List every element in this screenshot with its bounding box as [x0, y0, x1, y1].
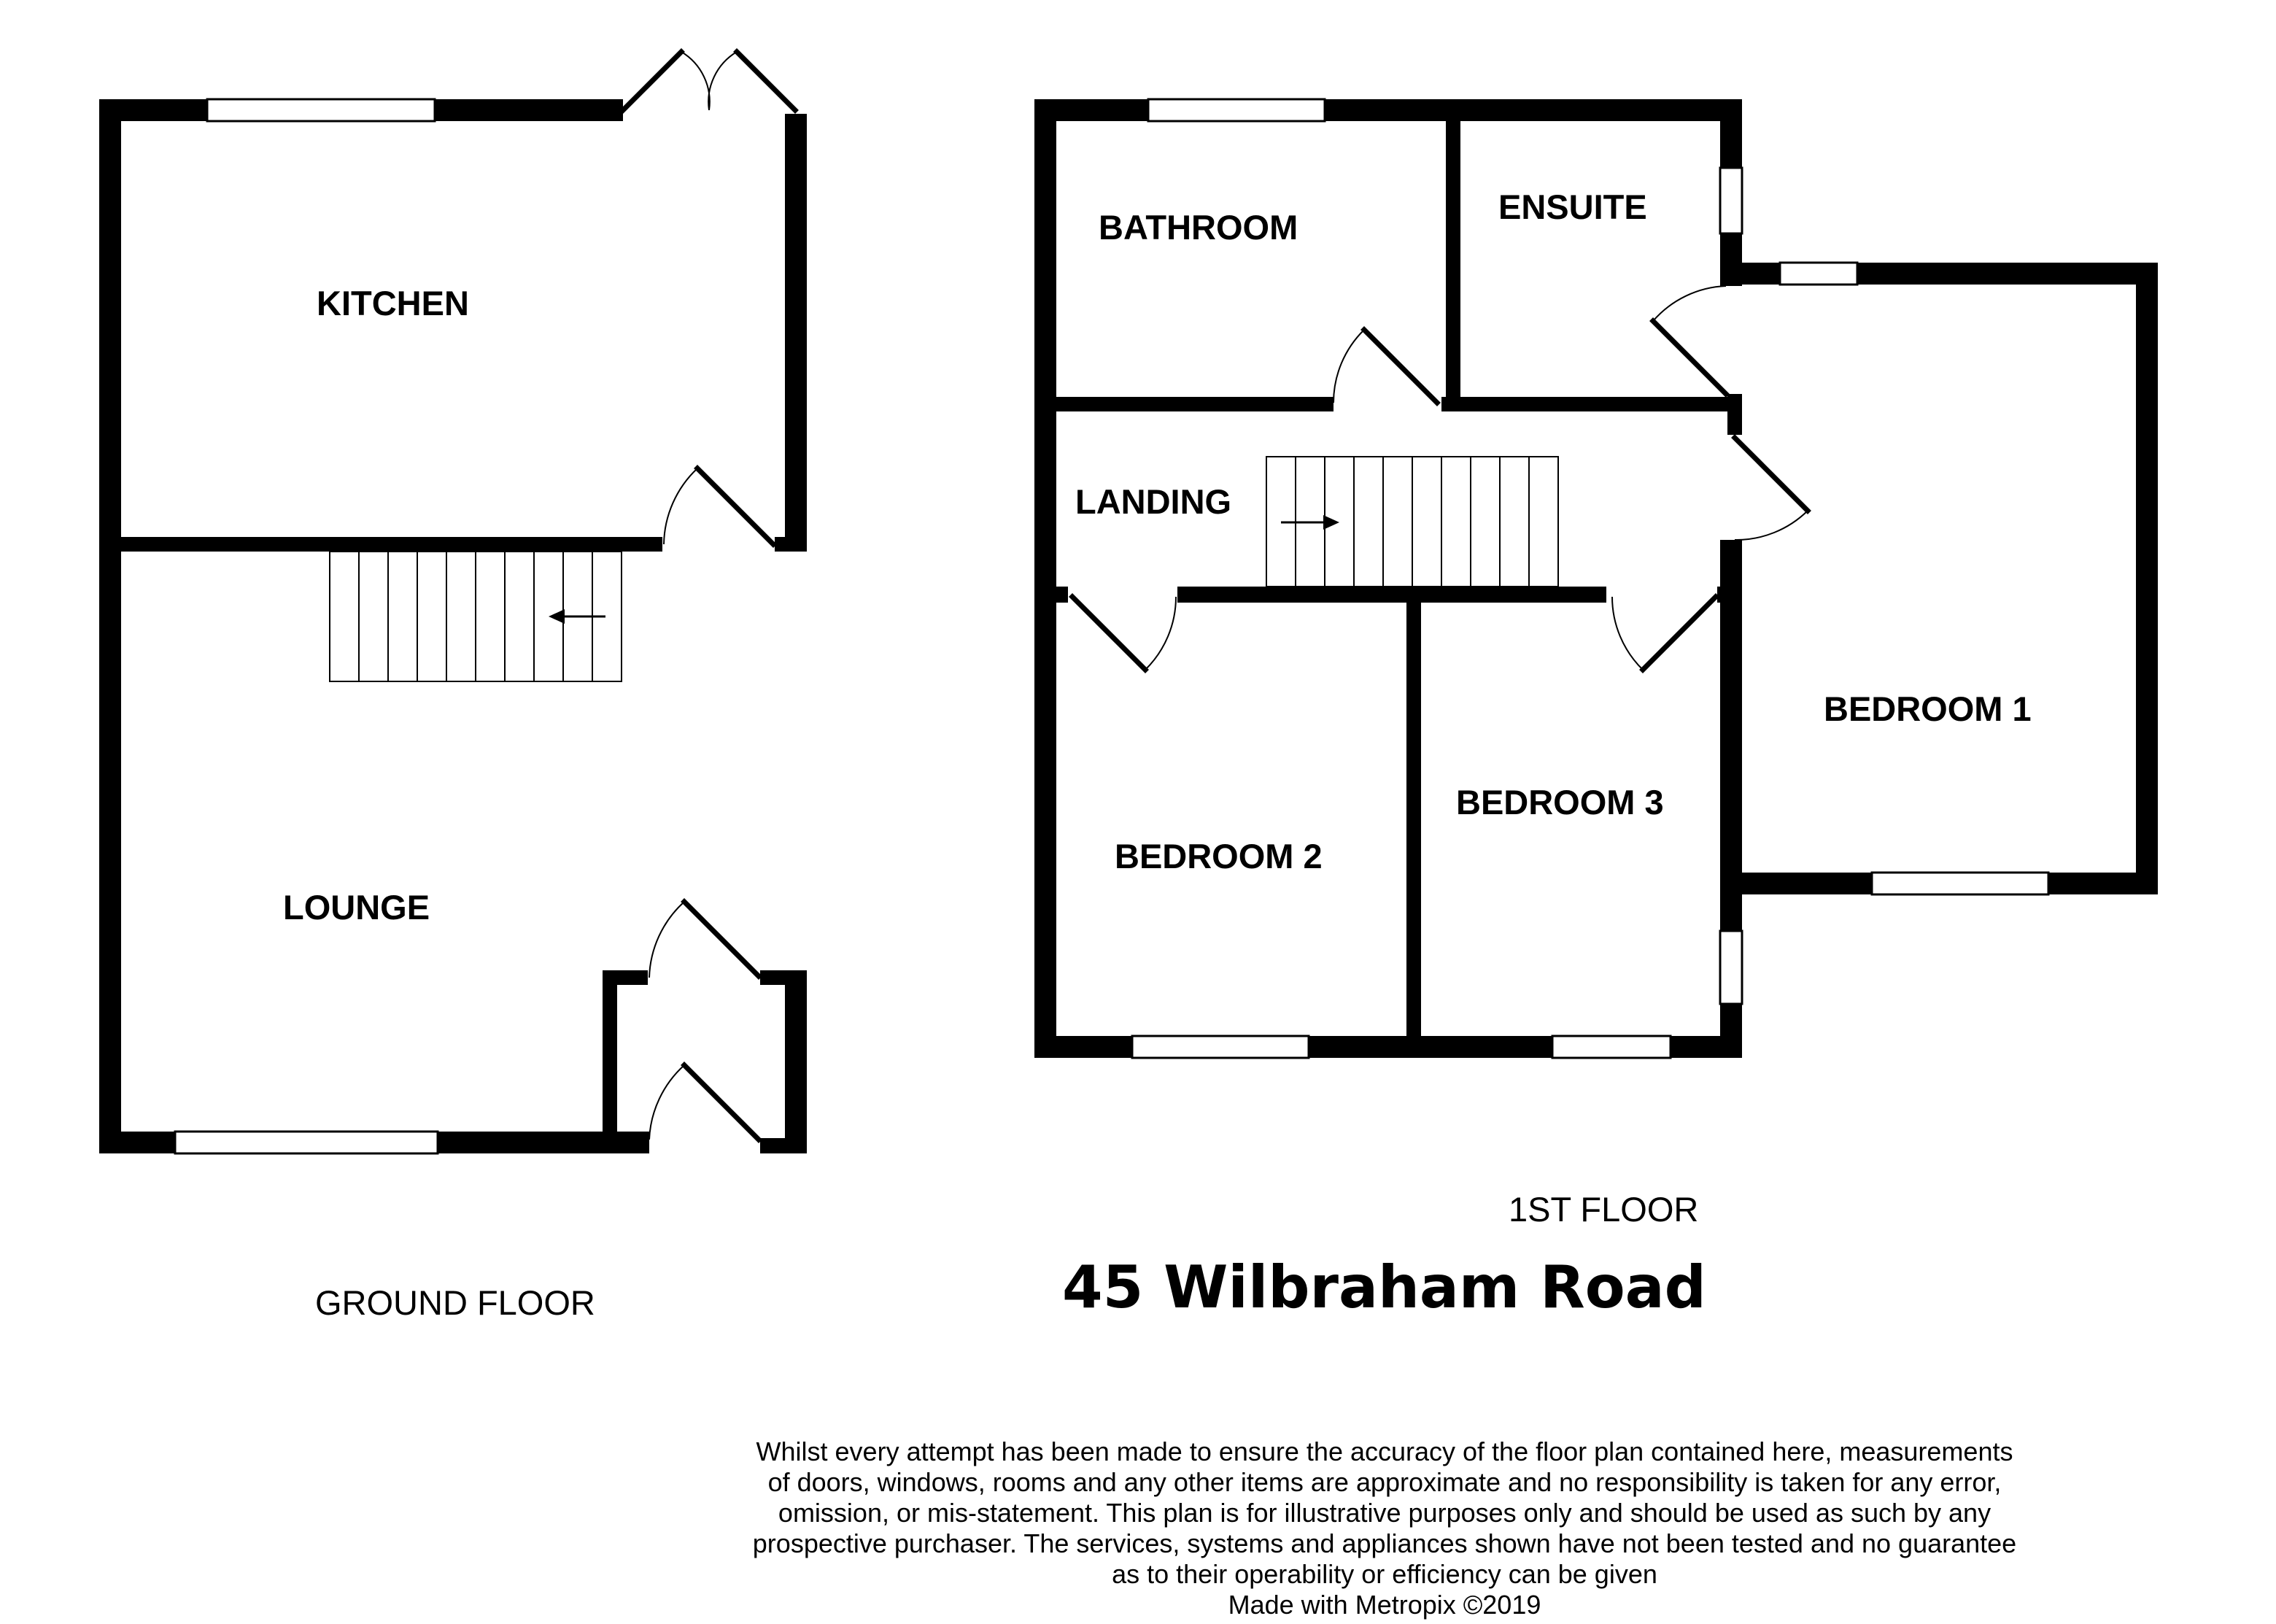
- window: [206, 98, 436, 123]
- door-swing: [663, 468, 698, 545]
- wall: [1034, 99, 1742, 121]
- room-label-ensuite: ENSUITE: [1498, 187, 1647, 226]
- door: [1731, 434, 1811, 514]
- wall: [1446, 121, 1460, 411]
- wall: [603, 970, 648, 985]
- door-swing: [708, 51, 738, 111]
- room-label-lounge: LOUNGE: [283, 888, 430, 927]
- wall: [99, 99, 121, 1153]
- window: [1870, 871, 2050, 896]
- door: [1639, 593, 1719, 673]
- room-label-bedroom-3: BEDROOM 3: [1456, 783, 1664, 821]
- room-label-kitchen: KITCHEN: [317, 284, 469, 322]
- wall: [785, 114, 807, 550]
- door-swing: [1734, 510, 1808, 541]
- metropix-credit: Made with Metropix ©2019: [1228, 1590, 1541, 1620]
- disclaimer-line: Whilst every attempt has been made to en…: [756, 1437, 2013, 1466]
- door: [694, 465, 777, 548]
- window: [1147, 98, 1326, 123]
- door: [681, 898, 762, 980]
- window: [174, 1130, 439, 1155]
- door-swing: [649, 1064, 685, 1140]
- door: [1069, 593, 1149, 673]
- disclaimer: Whilst every attempt has been made to en…: [753, 1437, 2016, 1620]
- wall: [775, 537, 807, 552]
- disclaimer-line: as to their operability or efficiency ca…: [1112, 1559, 1657, 1589]
- door: [681, 1062, 762, 1143]
- window: [1131, 1035, 1310, 1059]
- wall: [1034, 99, 1056, 1058]
- door: [1649, 317, 1730, 398]
- wall: [1406, 587, 1421, 1058]
- room-label-bedroom-2: BEDROOM 2: [1115, 837, 1323, 875]
- room-label-bedroom-1: BEDROOM 1: [1824, 689, 2032, 728]
- disclaimer-line: omission, or mis-statement. This plan is…: [778, 1498, 1991, 1528]
- room-label-bathroom: BATHROOM: [1099, 208, 1298, 247]
- stair-arrow-head: [549, 609, 565, 624]
- wall: [760, 970, 807, 985]
- window: [1778, 261, 1859, 286]
- wall: [1056, 397, 1334, 411]
- door: [733, 48, 799, 114]
- wall: [2136, 263, 2158, 894]
- ground-floor-plan: KITCHEN LOUNGE GROUND FLOOR: [99, 48, 807, 1322]
- wall: [1177, 587, 1606, 603]
- door-swing: [1611, 596, 1644, 670]
- wall: [785, 970, 807, 1153]
- door-swing: [681, 51, 711, 111]
- disclaimer-line: of doors, windows, rooms and any other i…: [768, 1467, 2002, 1497]
- door-swing: [649, 901, 685, 978]
- staircase: [1266, 456, 1559, 587]
- wall: [1727, 394, 1742, 435]
- wall: [760, 1138, 807, 1153]
- door-swing: [1145, 596, 1177, 670]
- window: [1719, 166, 1743, 235]
- wall: [1717, 587, 1727, 603]
- door: [619, 48, 685, 114]
- room-label-landing: LANDING: [1075, 482, 1231, 521]
- disclaimer-line: prospective purchaser. The services, sys…: [753, 1528, 2016, 1558]
- door: [1360, 326, 1441, 406]
- wall: [1441, 397, 1727, 411]
- staircase: [329, 551, 622, 682]
- wall: [603, 970, 617, 1145]
- first-floor-plan: BATHROOM ENSUITE LANDING BEDROOM 1 BEDRO…: [1034, 98, 2158, 1229]
- floor-label-first: 1ST FLOOR: [1509, 1190, 1698, 1229]
- wall: [121, 537, 662, 552]
- window: [1551, 1035, 1672, 1059]
- wall: [1056, 587, 1068, 603]
- floor-label-ground: GROUND FLOOR: [315, 1283, 595, 1322]
- door-swing: [1652, 285, 1727, 322]
- door-swing: [1333, 329, 1365, 403]
- stair-arrow-head: [1323, 515, 1339, 530]
- property-title: 45 Wilbraham Road: [1062, 1253, 1706, 1321]
- window: [1719, 929, 1743, 1005]
